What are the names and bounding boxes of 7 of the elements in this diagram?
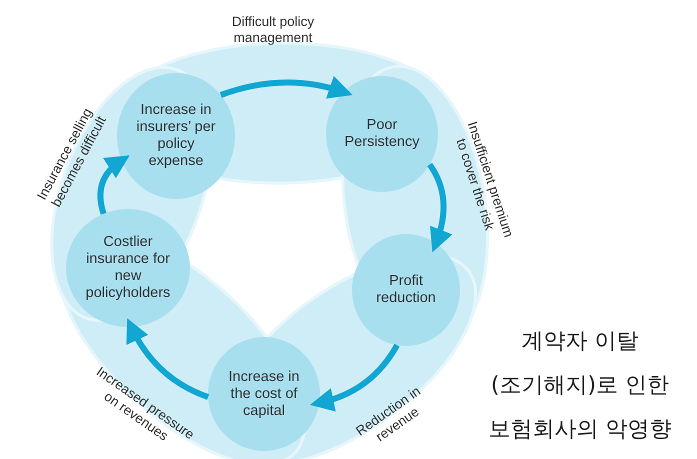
arrow [220, 76, 353, 100]
arrow [427, 162, 452, 252]
arrow [126, 318, 210, 400]
title-text: 계약자 이탈 (조기해지)로 인한 보험회사의 악영향 [488, 328, 672, 444]
arrow [97, 154, 130, 215]
arrow [310, 344, 400, 412]
edge-label: Difficult policy management [230, 14, 316, 46]
